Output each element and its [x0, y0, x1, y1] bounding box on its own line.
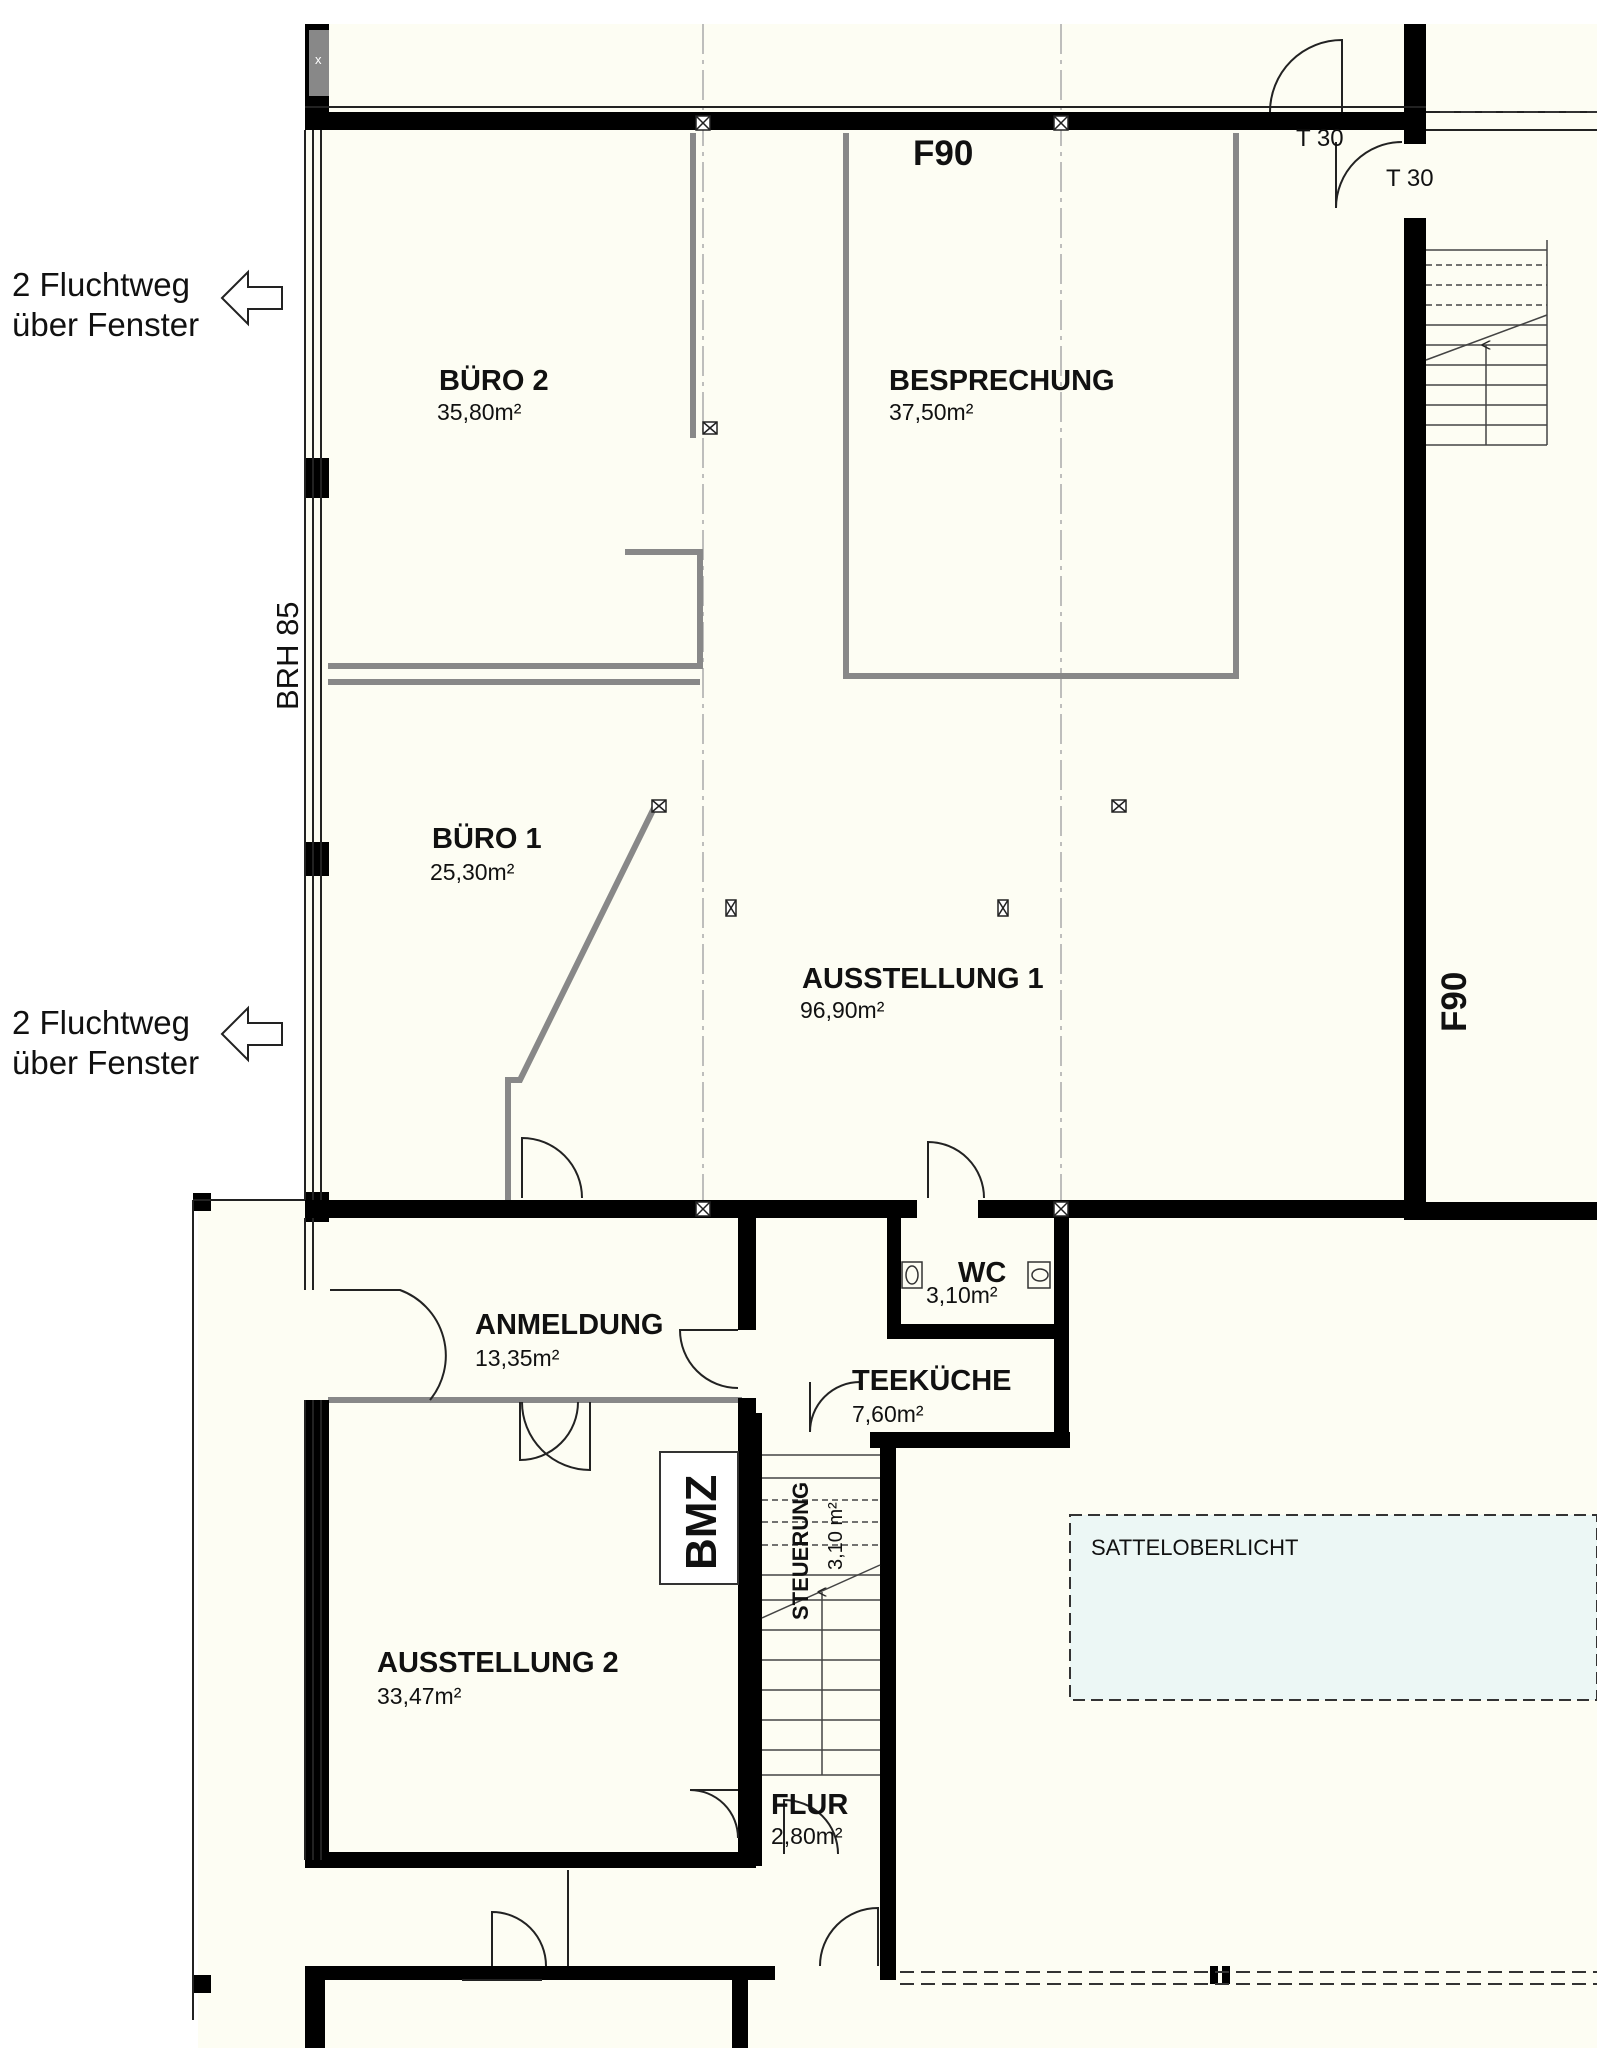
room-name-buero2: BÜRO 2 [439, 364, 549, 397]
room-area-buero2: 35,80m² [437, 399, 522, 425]
room-area-flur: 2,80m² [771, 1823, 843, 1849]
escape-arrow-icon [220, 1005, 283, 1063]
room-area-steuerung: 3,10 m² [825, 1502, 847, 1570]
room-name-wc: WC [958, 1257, 1006, 1289]
floor-fill [198, 24, 1597, 2048]
escape-route-2-line2: über Fenster [12, 1044, 199, 1081]
room-name-teekueche: TEEKÜCHE [852, 1364, 1012, 1397]
skylight-outline [1069, 1514, 1597, 1701]
room-name-besprechung: BESPRECHUNG [889, 365, 1115, 397]
room-area-ausstellung1: 96,90m² [800, 997, 885, 1023]
room-name-flur: FLUR [771, 1789, 848, 1821]
window-frames [192, 106, 1597, 2020]
escape-route-1-line2: über Fenster [12, 306, 199, 343]
room-name-ausstellung1: AUSSTELLUNG 1 [802, 963, 1044, 995]
room-name-anmeldung: ANMELDUNG [475, 1309, 664, 1341]
room-name-ausstellung2: AUSSTELLUNG 2 [377, 1647, 619, 1679]
escape-route-1-line1: 2 Fluchtweg [12, 266, 190, 303]
escape-route-2-line1: 2 Fluchtweg [12, 1004, 190, 1041]
room-area-buero1: 25,30m² [430, 859, 515, 885]
parapet-height: BRH 85 [270, 601, 305, 710]
escape-arrow-icon [220, 269, 283, 327]
skylight-label: SATTELOBERLICHT [1091, 1535, 1298, 1560]
room-area-besprechung: 37,50m² [889, 399, 974, 425]
room-area-ausstellung2: 33,47m² [377, 1683, 462, 1709]
bmz-label: BMZ [677, 1475, 726, 1570]
corner-mark: x [315, 52, 322, 67]
room-name-buero1: BÜRO 1 [432, 822, 542, 855]
column-markers [651, 115, 1127, 1217]
wc-fixtures [901, 1261, 1051, 1289]
door-swings [330, 38, 1403, 1981]
room-area-wc: 3,10m² [926, 1282, 998, 1308]
walls [193, 24, 1597, 2048]
room-area-anmeldung: 13,35m² [475, 1345, 560, 1371]
grid-lines [702, 24, 1062, 1210]
staircase-upper [1425, 240, 1548, 446]
fire-rating-top: F90 [913, 134, 973, 173]
corner-mark-box [309, 30, 329, 96]
staircase-lower [761, 1454, 881, 1776]
interior-partitions [328, 133, 1239, 1403]
dashed-facade-lines [900, 111, 1597, 1985]
door-rating-2: T 30 [1386, 165, 1434, 192]
room-area-teekueche: 7,60m² [852, 1401, 924, 1427]
fire-rating-right: F90 [1435, 972, 1474, 1032]
bmz-box [659, 1451, 739, 1585]
door-rating-1: T 30 [1296, 125, 1344, 152]
room-name-steuerung: STEUERUNG [788, 1482, 813, 1620]
